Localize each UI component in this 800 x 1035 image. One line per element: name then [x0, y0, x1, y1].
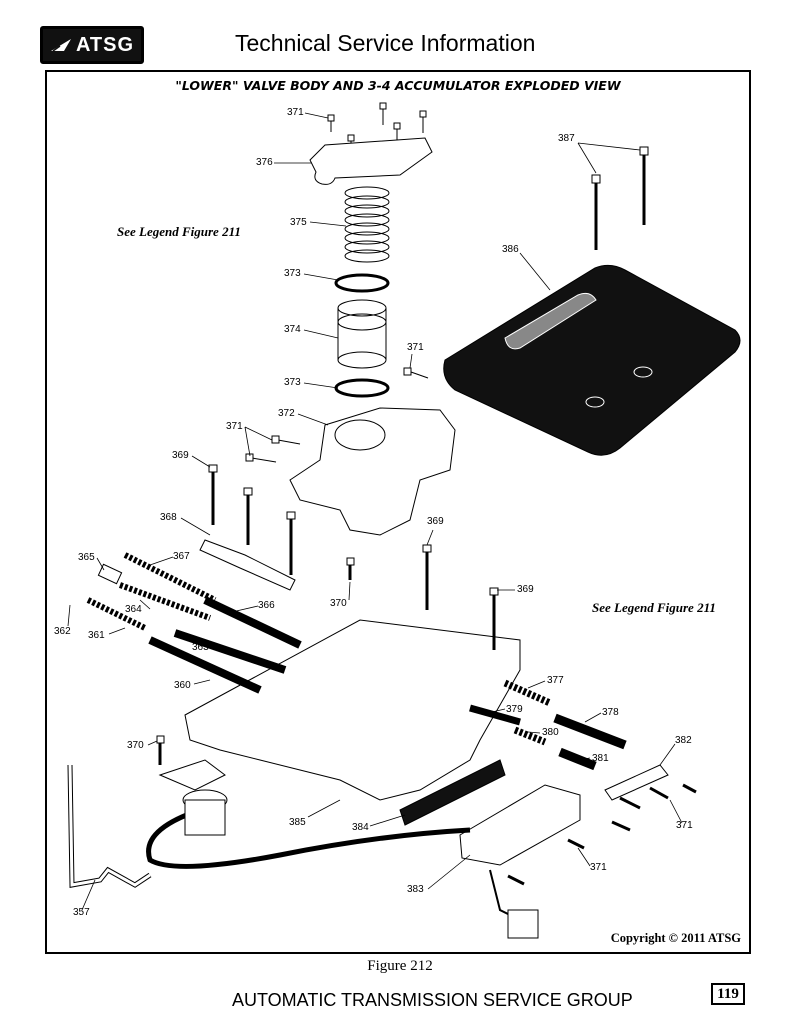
callout-377: 377 — [547, 675, 564, 686]
callout-371: 371 — [676, 820, 693, 831]
accumulator-cover-376 — [309, 137, 433, 185]
bolts-369-left — [208, 464, 296, 575]
accumulator-piston-374 — [337, 299, 387, 369]
callout-371: 371 — [287, 107, 304, 118]
callout-387: 387 — [558, 133, 575, 144]
callout-366: 366 — [258, 600, 275, 611]
callout-382: 382 — [675, 735, 692, 746]
bolts-371-left — [245, 435, 301, 463]
sensor-cable-385 — [146, 807, 471, 869]
callout-371: 371 — [226, 421, 243, 432]
callout-362: 362 — [54, 626, 71, 637]
accumulator-housing-372 — [289, 407, 456, 536]
pressure-switch-385 — [158, 759, 228, 836]
valve-train-right — [469, 679, 627, 771]
legend-note-left: See Legend Figure 211 — [117, 224, 241, 239]
diagram-frame: "LOWER" VALVE BODY AND 3-4 ACCUMULATOR E… — [45, 70, 751, 954]
callout-384: 384 — [352, 822, 369, 833]
figure-caption: Figure 212 — [367, 958, 433, 974]
page-number: 119 — [711, 983, 745, 1005]
filter-bolts-387 — [591, 146, 649, 250]
callout-369: 369 — [427, 516, 444, 527]
bolts-371-lower-right — [507, 783, 697, 886]
logo-wing-icon — [50, 39, 71, 52]
callout-367: 367 — [173, 551, 190, 562]
bolt-371-side — [403, 367, 429, 379]
harness-connector — [507, 909, 539, 939]
callout-357: 357 — [73, 907, 90, 918]
atsg-logo: ATSG — [40, 26, 144, 64]
tube-357 — [67, 764, 152, 888]
callout-369: 369 — [517, 584, 534, 595]
callout-386: 386 — [502, 244, 519, 255]
valve-body-casting — [184, 619, 521, 801]
callout-368: 368 — [160, 512, 177, 523]
callout-374: 374 — [284, 324, 301, 335]
bolt-370-upper — [346, 557, 355, 580]
spring-375 — [344, 186, 390, 263]
footer-org-name: AUTOMATIC TRANSMISSION SERVICE GROUP — [232, 990, 633, 1010]
callout-360: 360 — [174, 680, 191, 691]
seal-373-upper — [334, 273, 390, 293]
callout-385: 385 — [289, 817, 306, 828]
logo-text: ATSG — [75, 33, 135, 56]
callout-370: 370 — [330, 598, 347, 609]
leader-lines — [67, 112, 683, 911]
solenoid-assembly-383 — [459, 784, 581, 866]
callout-373: 373 — [284, 268, 301, 279]
copyright: Copyright © 2011 ATSG — [610, 931, 741, 945]
retainer-plate-368 — [199, 539, 296, 591]
callout-383: 383 — [407, 884, 424, 895]
callout-363: 363 — [192, 642, 209, 653]
bolts-369-right — [422, 544, 499, 650]
callout-371: 371 — [407, 342, 424, 353]
callout-372: 372 — [278, 408, 295, 419]
bracket-382 — [604, 764, 669, 801]
gasket-384 — [399, 759, 506, 826]
diagram-title: "LOWER" VALVE BODY AND 3-4 ACCUMULATOR E… — [175, 78, 621, 93]
callout-378: 378 — [602, 707, 619, 718]
callout-380: 380 — [542, 727, 559, 738]
callout-381: 381 — [592, 753, 609, 764]
seal-373-lower — [334, 378, 390, 398]
oil-filter-386 — [443, 264, 741, 456]
callout-364: 364 — [125, 604, 142, 615]
valve-train-left — [86, 552, 302, 694]
callout-375: 375 — [290, 217, 307, 228]
page-title: Technical Service Information — [235, 30, 536, 56]
legend-note-right: See Legend Figure 211 — [592, 600, 716, 615]
callout-371: 371 — [590, 862, 607, 873]
callout-361: 361 — [88, 630, 105, 641]
callout-365: 365 — [78, 552, 95, 563]
callout-370: 370 — [127, 740, 144, 751]
bolt-370-lower — [156, 735, 165, 765]
callout-369: 369 — [172, 450, 189, 461]
callout-373: 373 — [284, 377, 301, 388]
callout-376: 376 — [256, 157, 273, 168]
callout-labels: 371 387 376 375 386 373 374 371 373 372 … — [54, 107, 693, 918]
callout-379: 379 — [506, 704, 523, 715]
